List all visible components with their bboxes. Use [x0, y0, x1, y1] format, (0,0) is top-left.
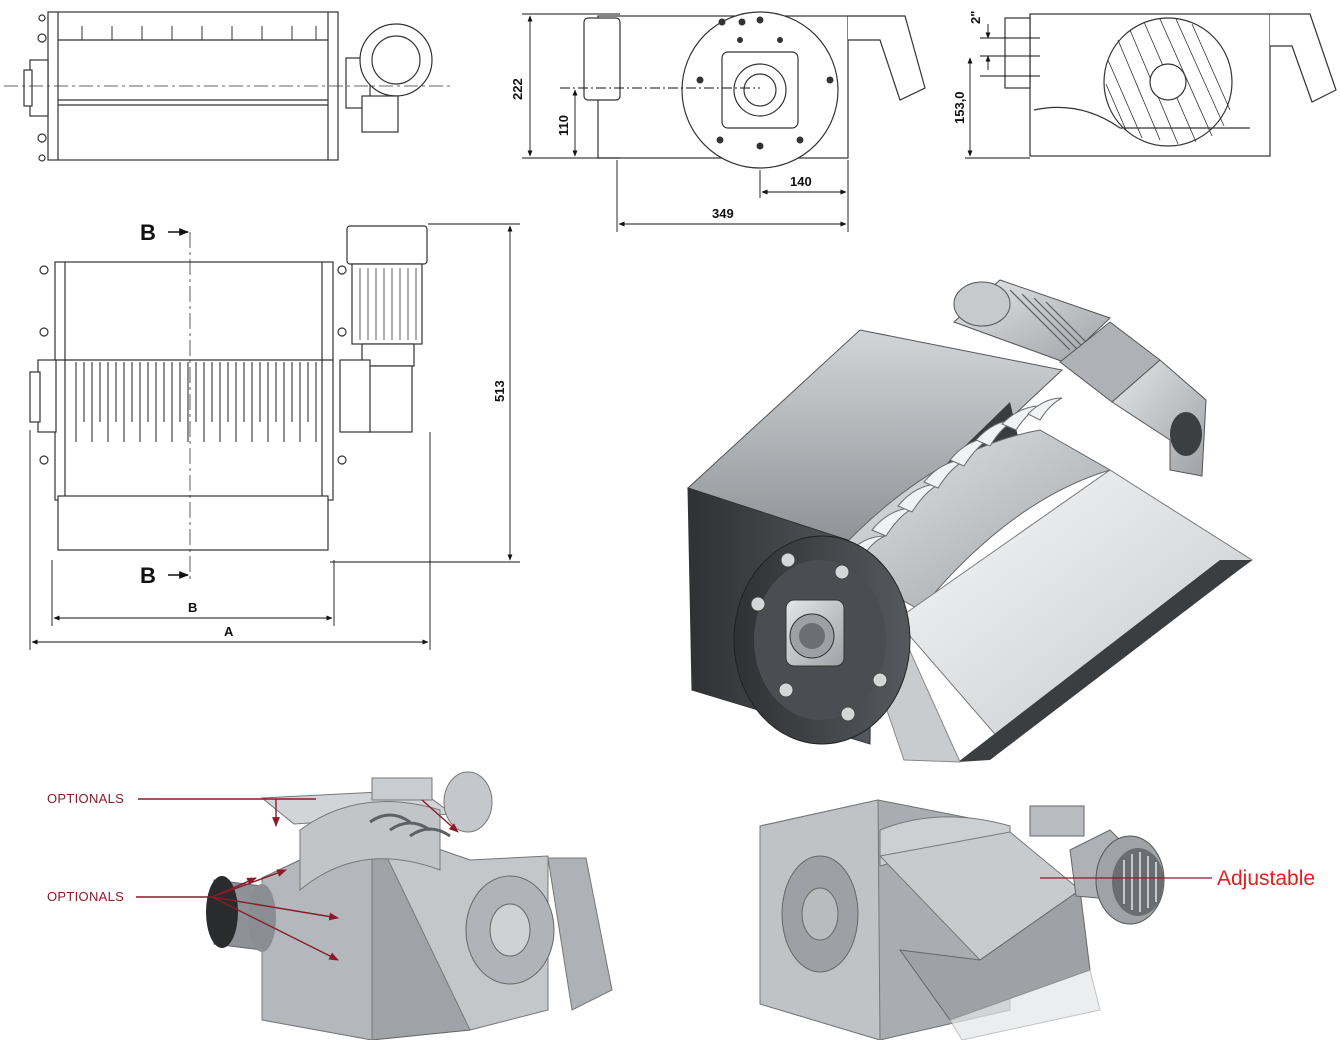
- dim-front-height: 222: [510, 78, 525, 100]
- dim-side-axis-height: 153,0: [952, 91, 967, 124]
- callout-optionals-top: OPTIONALS: [47, 791, 124, 806]
- dim-front-axis-height: 110: [556, 115, 571, 136]
- dim-front-offset: 140: [790, 174, 812, 189]
- callout-optionals-mid: OPTIONALS: [47, 889, 124, 904]
- photo-adjustable: [759, 799, 1165, 1040]
- callout-adjustable: Adjustable: [1217, 867, 1315, 890]
- front-dimension-lines: [522, 13, 849, 232]
- dim-front-width: 349: [712, 206, 734, 221]
- dim-top-height: 513: [492, 380, 507, 402]
- render-3d-separator: [687, 279, 1253, 763]
- section-dimension-lines: [965, 24, 1040, 159]
- optionals-callout-lines: [136, 798, 459, 961]
- view-side-elevation: [4, 11, 450, 162]
- dim-side-outlet: 2": [968, 11, 983, 24]
- section-marker-top: B: [140, 220, 156, 245]
- section-marker-bottom: B: [140, 563, 156, 588]
- view-front-elevation: [583, 11, 926, 169]
- view-section: [1004, 13, 1337, 157]
- plan-dimension-lines: [29, 223, 520, 650]
- dim-top-overall-width: A: [224, 624, 234, 639]
- view-plan: [29, 225, 428, 580]
- dim-top-inner-width: B: [188, 600, 197, 615]
- photo-optionals: [40, 770, 620, 1040]
